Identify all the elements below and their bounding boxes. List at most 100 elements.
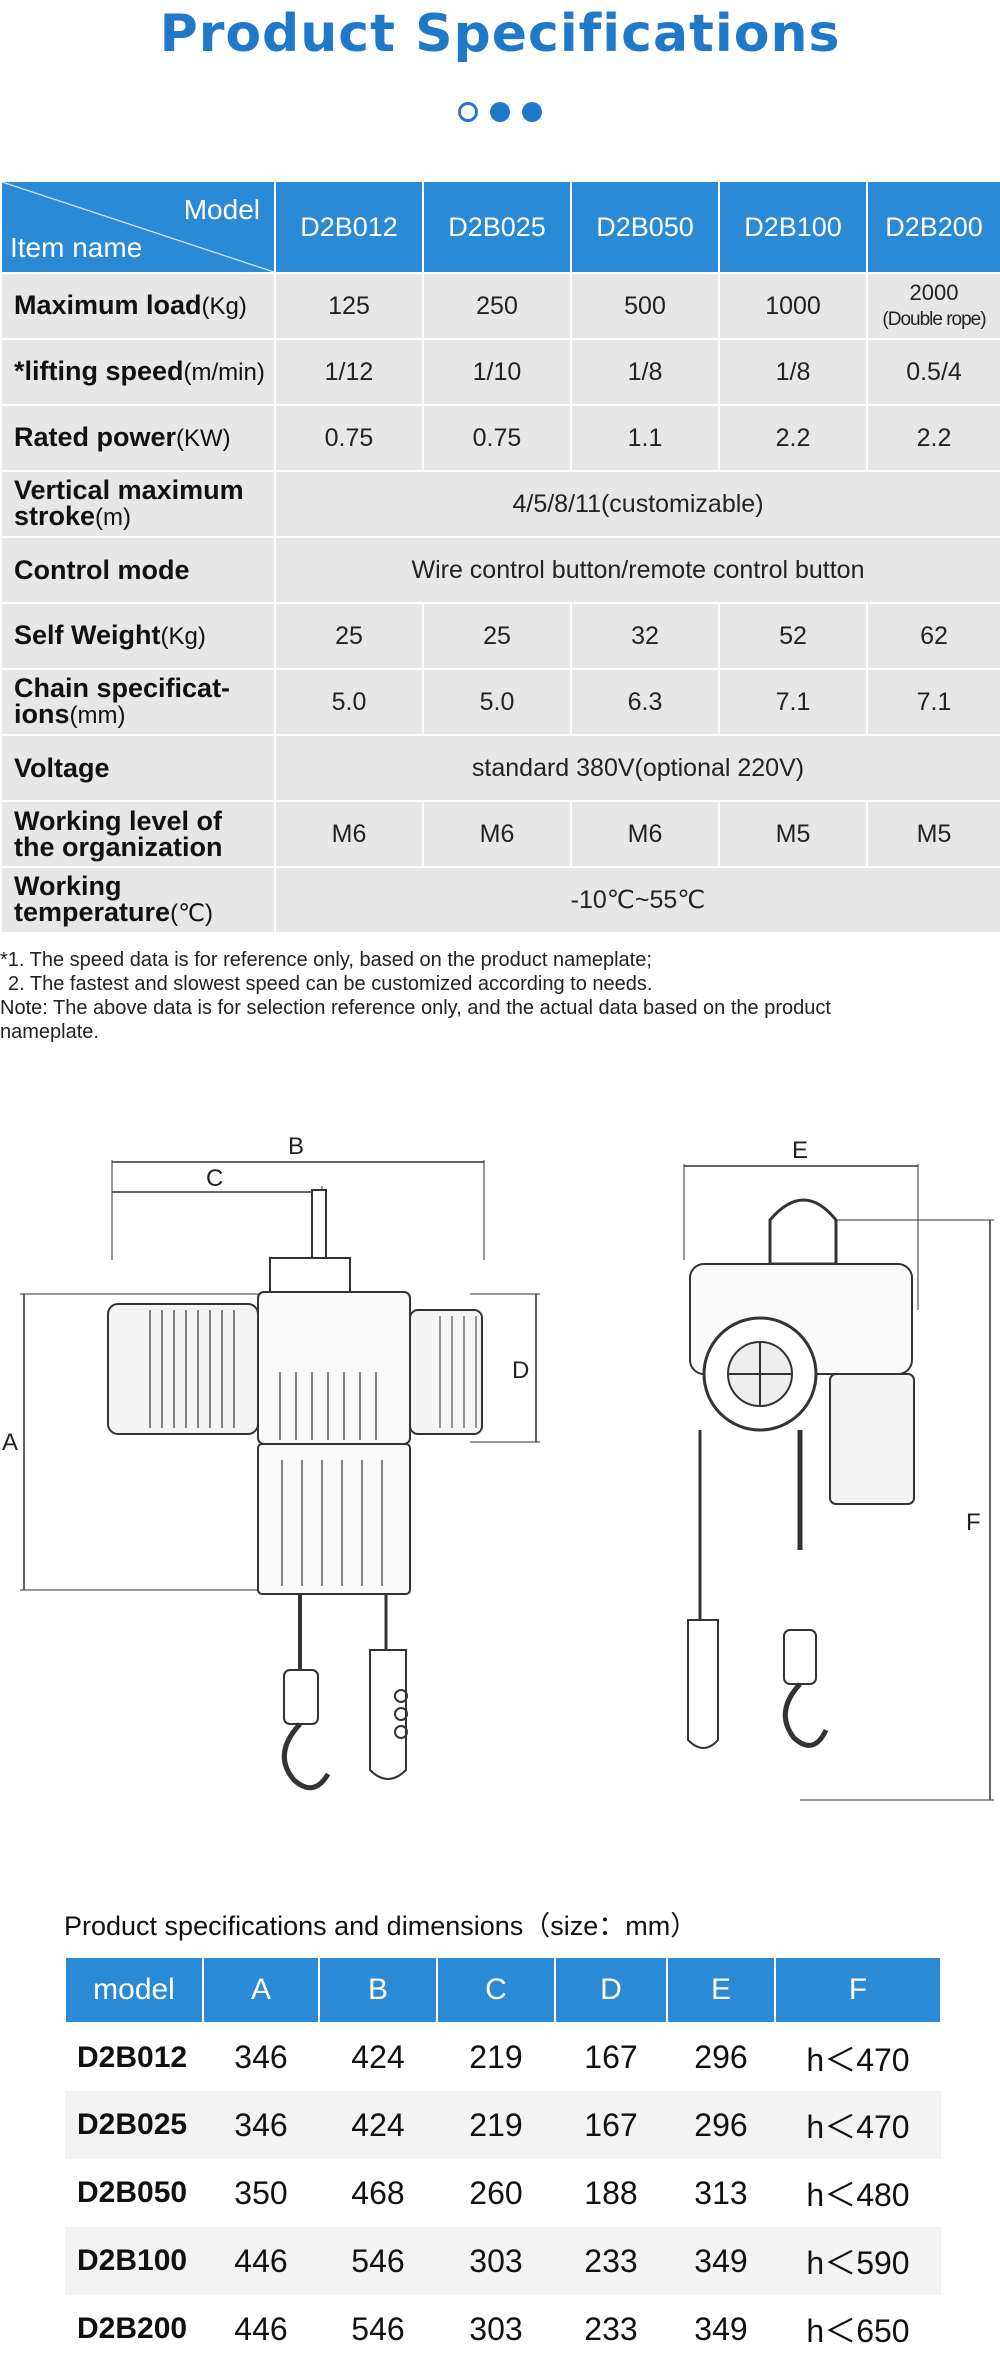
table-row: D2B025 346 424 219 167 296 h＜470 <box>65 2091 941 2159</box>
spec-cell: 1/12 <box>274 338 424 406</box>
row-label: Self Weight(Kg) <box>0 602 276 670</box>
spec-cell: M5 <box>866 800 1000 868</box>
dims-header: A <box>202 1956 320 2024</box>
spec-cell: 7.1 <box>718 668 868 736</box>
spec-cell: M6 <box>422 800 572 868</box>
dims-header: E <box>666 1956 776 2024</box>
dims-cell: h＜650 <box>806 2313 910 2349</box>
dims-header: F <box>774 1956 942 2024</box>
spec-cell: 6.3 <box>570 668 720 736</box>
dims-cell: 219 <box>469 2039 523 2075</box>
spec-cell: 1000 <box>718 272 868 340</box>
model-header: D2B025 <box>422 180 572 274</box>
dims-cell: 296 <box>667 2091 775 2159</box>
spec-cell-merged: Wire control button/remote control butto… <box>274 536 1000 604</box>
dot-indicator <box>522 102 542 122</box>
spec-cell: 1/8 <box>570 338 720 406</box>
footnote: *1. The speed data is for reference only… <box>0 949 652 971</box>
spec-row-control-mode: Control mode Wire control button/remote … <box>0 536 1000 604</box>
spec-cell: 250 <box>422 272 572 340</box>
table-row: D2B100 446 546 303 233 349 h＜590 <box>65 2227 941 2295</box>
spec-cell: 25 <box>422 602 572 670</box>
dims-cell: 233 <box>555 2227 667 2295</box>
footnote: 2. The fastest and slowest speed can be … <box>8 973 653 995</box>
dims-cell: 546 <box>319 2227 437 2295</box>
model-header: D2B200 <box>866 180 1000 274</box>
spec-cell: 25 <box>274 602 424 670</box>
spec-row-voltage: Voltage standard 380V(optional 220V) <box>0 734 1000 802</box>
dims-cell: 350 <box>234 2174 288 2211</box>
dim-label-a: A <box>2 1429 18 1456</box>
dims-header: B <box>318 1956 438 2024</box>
dim-label-d: D <box>512 1357 529 1384</box>
spec-cell-merged: -10℃~55℃ <box>274 866 1000 934</box>
model-header: D2B012 <box>274 180 424 274</box>
dims-cell: 167 <box>555 2091 667 2159</box>
spec-cell: 52 <box>718 602 868 670</box>
spec-cell: 1/8 <box>718 338 868 406</box>
spec-row-self-weight: Self Weight(Kg) 25 25 32 52 62 <box>0 602 1000 670</box>
spec-cell: 125 <box>274 272 424 340</box>
dim-label-f: F <box>966 1509 981 1536</box>
spec-cell: 500 <box>570 272 720 340</box>
row-label: Maximum load(Kg) <box>0 272 276 340</box>
spec-cell: 32 <box>570 602 720 670</box>
row-label: Rated power(KW) <box>0 404 276 472</box>
dims-cell: h＜470 <box>806 2041 910 2078</box>
table-row: D2B050 350 468 260 188 313 h＜480 <box>65 2159 941 2227</box>
dims-cell: 260 <box>469 2174 523 2211</box>
dims-cell: h＜480 <box>806 2177 910 2213</box>
spec-table: Model Item name D2B012 D2B025 D2B050 D2B… <box>0 180 1000 934</box>
spec-corner-cell: Model Item name <box>0 180 276 274</box>
spec-cell: 2000(Double rope) <box>866 272 1000 340</box>
row-label: Chain specificat-ions(mm) <box>0 668 276 736</box>
dims-model-cell: D2B200 <box>77 2312 188 2345</box>
dims-model-cell: D2B100 <box>65 2227 203 2295</box>
dims-cell: 468 <box>351 2174 405 2211</box>
dim-label-b: B <box>288 1133 304 1160</box>
table-row: D2B012 346 424 219 167 296 h＜470 <box>65 2023 941 2091</box>
spec-cell: 2.2 <box>866 404 1000 472</box>
spec-cell: 0.5/4 <box>866 338 1000 406</box>
dims-cell: 303 <box>437 2227 555 2295</box>
page-title: Product Specifications <box>159 4 841 64</box>
dims-cell: 349 <box>694 2310 748 2347</box>
dims-header: C <box>436 1956 556 2024</box>
dims-cell: 424 <box>351 2039 405 2075</box>
spec-cell: 0.75 <box>274 404 424 472</box>
dim-label-e: E <box>792 1137 808 1164</box>
dims-cell: 188 <box>584 2174 638 2211</box>
dot-indicator <box>490 102 510 122</box>
dims-header: model <box>64 1956 204 2024</box>
spec-cell: 62 <box>866 602 1000 670</box>
corner-model-label: Model <box>183 194 260 225</box>
spec-cell: 7.1 <box>866 668 1000 736</box>
dims-cell: 346 <box>203 2091 319 2159</box>
model-header: D2B050 <box>570 180 720 274</box>
spec-cell: 1.1 <box>570 404 720 472</box>
row-label: Control mode <box>0 536 276 604</box>
spec-cell: 5.0 <box>274 668 424 736</box>
footnotes: *1. The speed data is for reference only… <box>0 948 1000 1044</box>
dims-cell: 167 <box>584 2039 638 2075</box>
row-label: *lifting speed(m/min) <box>0 338 276 406</box>
dot-indicator <box>458 102 478 122</box>
spec-cell: M5 <box>718 800 868 868</box>
spec-cell: 0.75 <box>422 404 572 472</box>
hoist-dimension-diagram: B C A D E F <box>2 1133 994 1801</box>
dims-header: D <box>554 1956 668 2024</box>
dims-model-cell: D2B025 <box>65 2091 203 2159</box>
dims-model-cell: D2B050 <box>77 2176 188 2209</box>
spec-cell: 5.0 <box>422 668 572 736</box>
dims-cell: 296 <box>694 2039 748 2075</box>
dims-cell: 349 <box>667 2227 775 2295</box>
spec-cell-merged: standard 380V(optional 220V) <box>274 734 1000 802</box>
dims-model-cell: D2B012 <box>77 2040 188 2074</box>
dims-cell: h＜590 <box>775 2227 941 2295</box>
spec-cell: M6 <box>274 800 424 868</box>
dims-header-row: model A B C D E F <box>64 1956 942 2024</box>
dimensions-table: model A B C D E F D2B012 346 424 219 167… <box>64 1956 942 2363</box>
